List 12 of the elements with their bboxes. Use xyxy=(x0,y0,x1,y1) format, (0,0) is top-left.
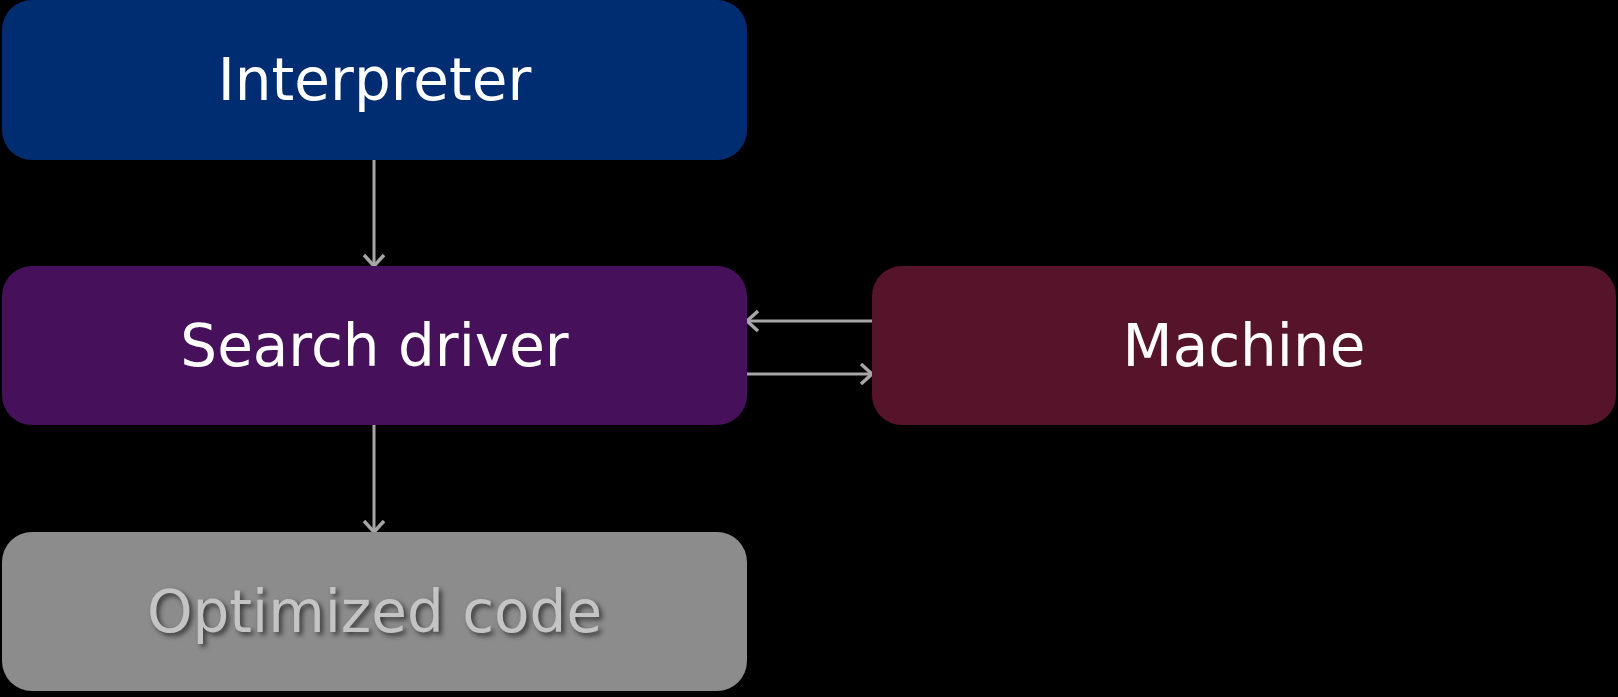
box-label: Interpreter xyxy=(217,46,532,114)
process-box xyxy=(872,266,1616,425)
process-box xyxy=(2,0,747,160)
box-label: Machine xyxy=(1122,311,1366,380)
arrow xyxy=(362,425,386,534)
box-label: Optimized code xyxy=(146,577,603,646)
box-label: Search driver xyxy=(180,311,569,380)
process-box xyxy=(2,532,747,691)
arrow xyxy=(362,160,386,268)
arrow xyxy=(745,309,872,333)
arrow xyxy=(747,362,874,386)
process-box xyxy=(2,266,747,425)
